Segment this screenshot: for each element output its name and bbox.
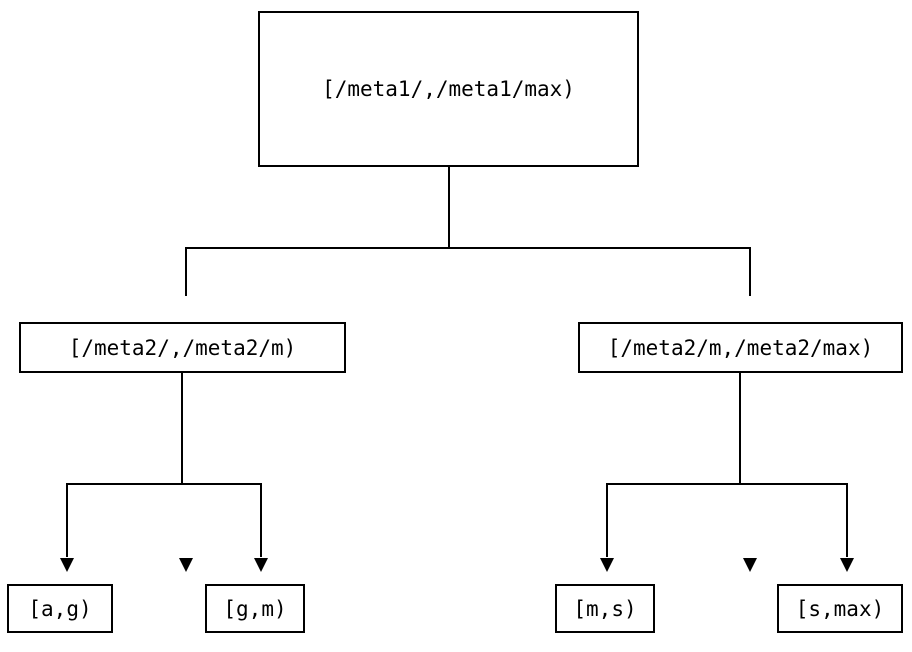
edge-midleft-to-leaf-1 bbox=[182, 482, 263, 557]
edge-midleft-to-leaf-0 bbox=[65, 373, 184, 557]
tree-node-leaf-1[interactable]: [g,m) bbox=[205, 584, 305, 633]
arrowhead-icon bbox=[179, 558, 193, 572]
edge-root-to-mid-left bbox=[184, 167, 451, 296]
tree-node-leaf-0[interactable]: [a,g) bbox=[7, 584, 113, 633]
edge-midright-to-leaf-3 bbox=[740, 482, 849, 557]
tree-node-leaf-3[interactable]: [s,max) bbox=[777, 584, 903, 633]
tree-node-mid-right[interactable]: [/meta2/m,/meta2/max) bbox=[578, 322, 903, 373]
tree-node-mid-left[interactable]: [/meta2/,/meta2/m) bbox=[19, 322, 346, 373]
tree-node-leaf-2[interactable]: [m,s) bbox=[555, 584, 655, 633]
edge-midright-to-leaf-2 bbox=[605, 373, 742, 557]
arrowhead-group bbox=[60, 558, 854, 572]
arrowhead-icon bbox=[254, 558, 268, 572]
edge-root-to-mid-right bbox=[449, 246, 752, 296]
arrowhead-icon bbox=[60, 558, 74, 572]
tree-node-root[interactable]: [/meta1/,/meta1/max) bbox=[258, 11, 639, 167]
arrowhead-icon bbox=[743, 558, 757, 572]
arrowhead-icon bbox=[840, 558, 854, 572]
arrowhead-icon bbox=[600, 558, 614, 572]
